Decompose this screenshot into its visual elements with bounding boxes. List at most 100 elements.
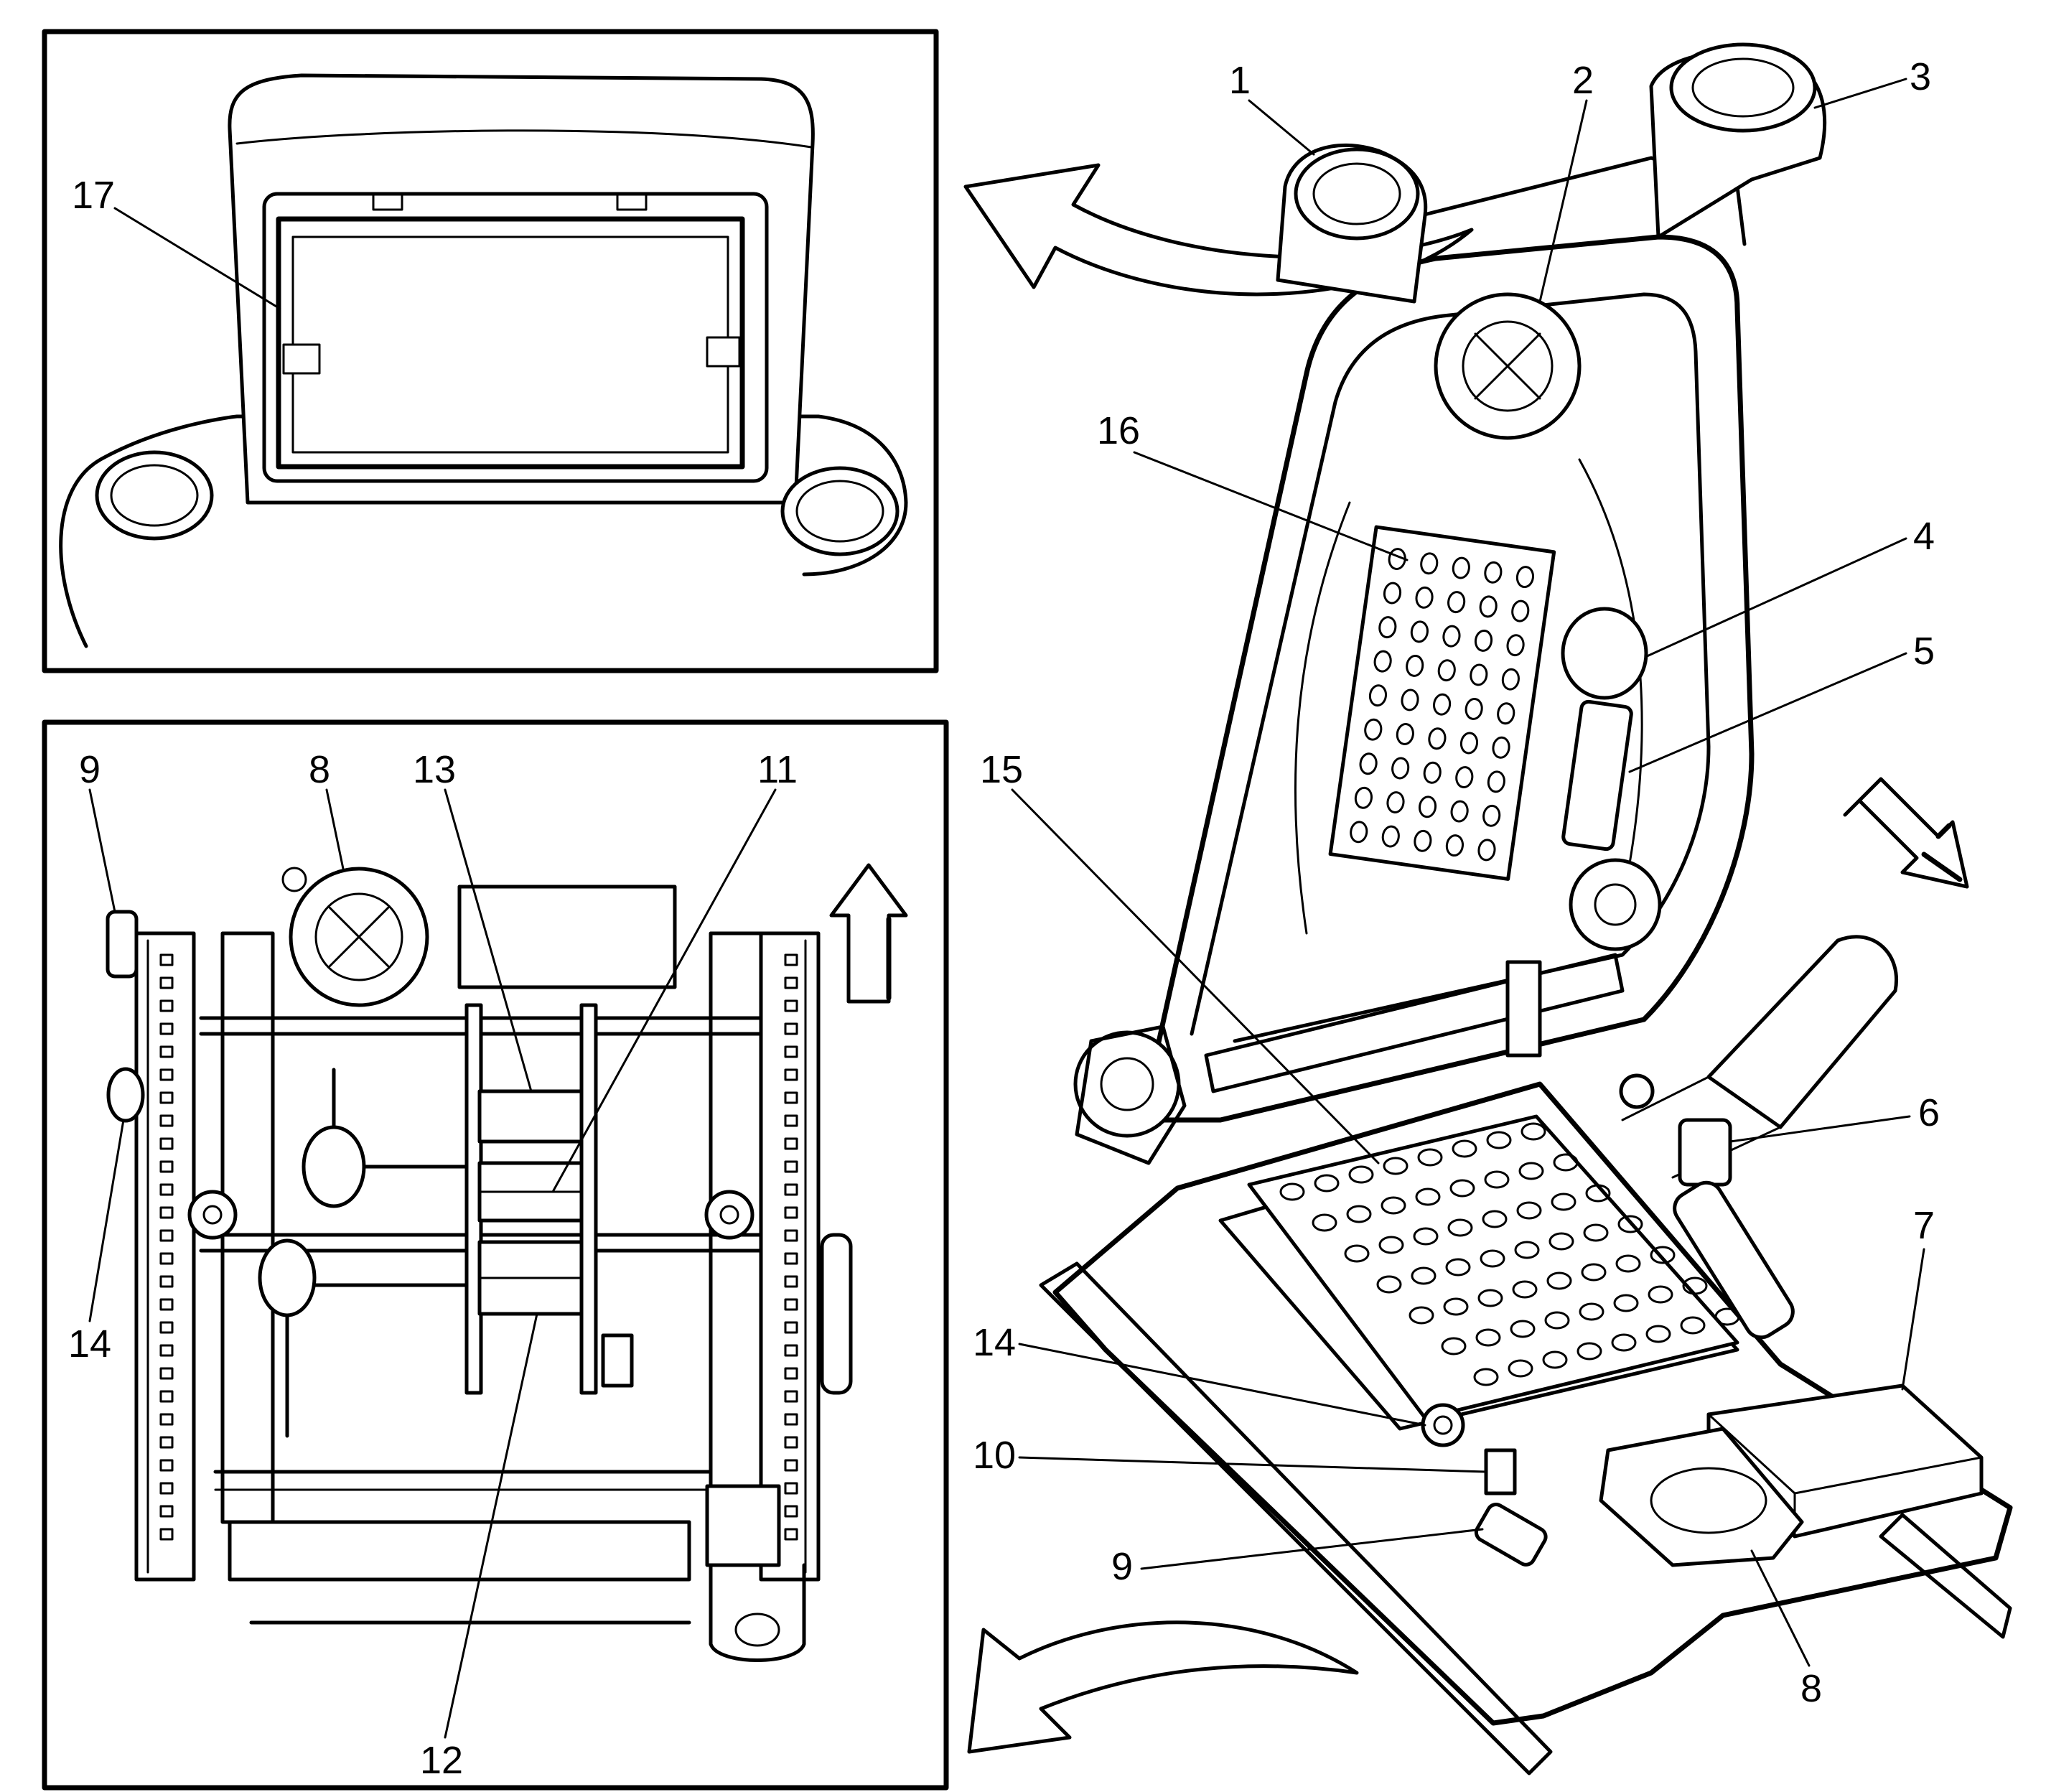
inset-cushion-frame: 9 8 13 11 14 12 (42, 719, 949, 1791)
rotation-arrow-lower (967, 1620, 1359, 1754)
perforation (1312, 1213, 1337, 1232)
screen-clip-top-left (372, 192, 403, 211)
leader-5 (1628, 652, 1907, 773)
cushion-mat-perforations (1279, 1122, 1740, 1386)
leader-9-inset (88, 788, 116, 913)
track-slot (159, 1252, 174, 1265)
perforation (1508, 1359, 1533, 1378)
perforation (1579, 1302, 1604, 1321)
track-slot (159, 1436, 174, 1449)
callout-1: 1 (1229, 59, 1251, 102)
track-slot (784, 1160, 798, 1173)
perforation (1413, 1227, 1439, 1246)
main-direction-arrow (1843, 777, 1969, 889)
adjuster-10 (1484, 1448, 1517, 1495)
track-slot (784, 1114, 798, 1127)
perforation (1455, 766, 1474, 788)
perforation (1364, 718, 1383, 741)
callout-14-main: 14 (973, 1321, 1016, 1364)
rear-foot (709, 1563, 806, 1662)
track-slot (159, 1482, 174, 1495)
perforation (1473, 1368, 1499, 1386)
rear-latch (705, 1484, 781, 1567)
perforation (1682, 1277, 1708, 1295)
track-slot (159, 1068, 174, 1081)
perforation (1415, 586, 1434, 609)
perforation (1450, 800, 1469, 823)
perforation (1350, 821, 1368, 844)
track-slot (159, 1160, 174, 1173)
track-slot (784, 1206, 798, 1219)
track-slot (784, 1229, 798, 1242)
track-slot (159, 1114, 174, 1127)
perforation (1441, 1337, 1467, 1355)
leader-15 (1011, 788, 1380, 1165)
left-pivot (187, 1190, 238, 1240)
callout-9-main: 9 (1111, 1545, 1133, 1588)
perforation (1511, 599, 1530, 622)
leader-2 (1538, 99, 1588, 303)
track-slot (159, 1229, 174, 1242)
track-slot (159, 1022, 174, 1035)
blower-fan-hub (314, 892, 403, 981)
perforation (1423, 761, 1442, 784)
leader-11 (551, 788, 777, 1193)
perforation (1510, 1320, 1536, 1338)
perforation (1680, 1316, 1706, 1335)
perforation (1487, 770, 1505, 793)
connector-6 (1678, 1118, 1732, 1187)
leader-13 (444, 788, 533, 1093)
right-track-slots (784, 953, 798, 1541)
callout-9-inset: 9 (79, 748, 101, 791)
track-slot (784, 1137, 798, 1150)
track-slot (159, 1367, 174, 1380)
track-slot (784, 1022, 798, 1035)
track-slot (784, 1482, 798, 1495)
leader-4 (1644, 537, 1907, 658)
perforation (1613, 1294, 1639, 1312)
perforation (1553, 1153, 1579, 1172)
perforation (1484, 561, 1503, 584)
inset-head-restraint: 17 (42, 29, 939, 673)
track-slot (159, 1321, 174, 1334)
cushion-heater-mat (1247, 1114, 1740, 1420)
perforation (1415, 1187, 1441, 1206)
perforation (1449, 1179, 1475, 1198)
main-seat-view: 1 2 3 16 4 5 15 6 7 14 10 9 8 (963, 42, 2013, 1775)
main-track-right (1879, 1513, 2012, 1639)
track-slot (784, 953, 798, 966)
perforation (1581, 1263, 1607, 1282)
perforation (1442, 625, 1461, 648)
perforation (1411, 1266, 1437, 1285)
perforation (1512, 1280, 1538, 1299)
recliner-gear-right (1569, 858, 1662, 951)
track-slot (159, 1091, 174, 1104)
perforation (1314, 1174, 1340, 1193)
track-slot (159, 1390, 174, 1403)
center-rail-right (579, 1003, 598, 1395)
seatback-mat-perforations (1350, 548, 1534, 862)
perforation (1521, 1122, 1546, 1141)
perforation (1391, 757, 1410, 780)
perforation (1617, 1215, 1643, 1233)
headrest-guide-3-cap (1669, 42, 1817, 133)
track-slot (159, 1298, 174, 1311)
perforation (1354, 786, 1373, 809)
perforation (1368, 684, 1388, 707)
perforation (1383, 1157, 1409, 1175)
callout-8-main: 8 (1800, 1667, 1822, 1710)
callout-8-inset: 8 (309, 748, 330, 791)
perforation (1447, 591, 1466, 614)
perforation (1359, 752, 1378, 775)
screen-clip-top-right (616, 192, 648, 211)
perforation (1477, 839, 1496, 862)
side-cylinder (1673, 1180, 1795, 1340)
callout-6: 6 (1918, 1091, 1940, 1134)
perforation (1383, 582, 1402, 605)
callout-12: 12 (420, 1739, 463, 1782)
perforation (1515, 566, 1534, 589)
seatback-heater-mat (1328, 525, 1556, 881)
perforation (1615, 1254, 1641, 1273)
perforation (1548, 1232, 1574, 1251)
track-slot (159, 976, 174, 989)
